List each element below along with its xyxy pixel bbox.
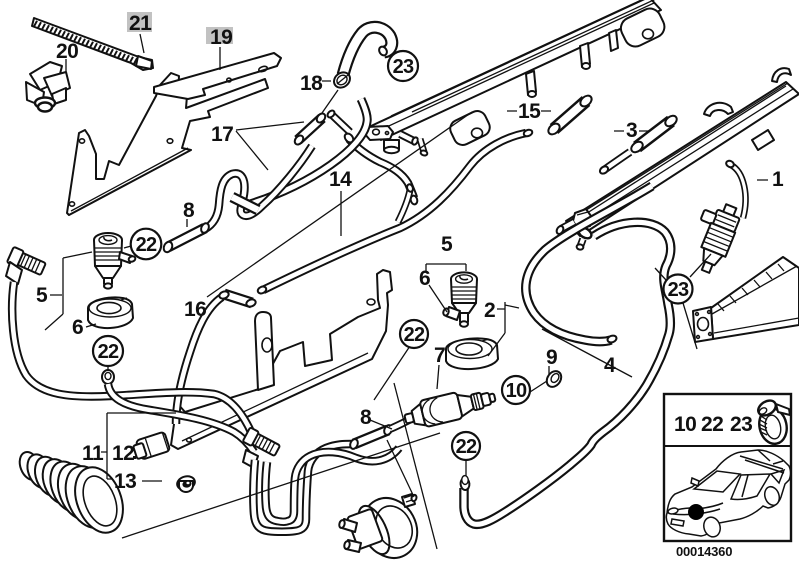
svg-text:22: 22: [136, 234, 157, 256]
svg-text:5: 5: [441, 233, 453, 256]
svg-text:1: 1: [772, 168, 784, 191]
svg-text:16: 16: [184, 298, 206, 321]
svg-text:00014360: 00014360: [676, 544, 732, 559]
svg-text:2: 2: [484, 299, 495, 322]
svg-text:22: 22: [701, 413, 723, 436]
svg-text:15: 15: [518, 100, 541, 123]
svg-text:3: 3: [626, 119, 637, 142]
svg-text:6: 6: [419, 267, 430, 290]
svg-text:23: 23: [668, 279, 689, 301]
svg-text:6: 6: [72, 316, 83, 339]
svg-text:21: 21: [129, 12, 152, 35]
svg-text:10: 10: [506, 380, 527, 402]
svg-text:14: 14: [329, 168, 352, 191]
svg-text:9: 9: [546, 346, 557, 369]
svg-text:23: 23: [393, 56, 414, 78]
svg-text:23: 23: [730, 413, 752, 436]
svg-text:22: 22: [98, 341, 119, 363]
svg-text:22: 22: [456, 436, 477, 458]
svg-text:17: 17: [211, 123, 233, 146]
svg-text:11: 11: [82, 442, 104, 465]
svg-text:20: 20: [56, 40, 78, 63]
svg-text:10: 10: [674, 413, 696, 436]
svg-text:5: 5: [36, 284, 48, 307]
svg-text:19: 19: [210, 26, 232, 49]
svg-text:7: 7: [434, 344, 445, 367]
svg-text:13: 13: [114, 470, 136, 493]
svg-text:18: 18: [300, 72, 323, 95]
svg-text:8: 8: [360, 406, 372, 429]
svg-text:12: 12: [112, 442, 134, 465]
svg-text:22: 22: [404, 324, 425, 346]
svg-text:4: 4: [604, 354, 616, 377]
svg-text:8: 8: [183, 199, 195, 222]
